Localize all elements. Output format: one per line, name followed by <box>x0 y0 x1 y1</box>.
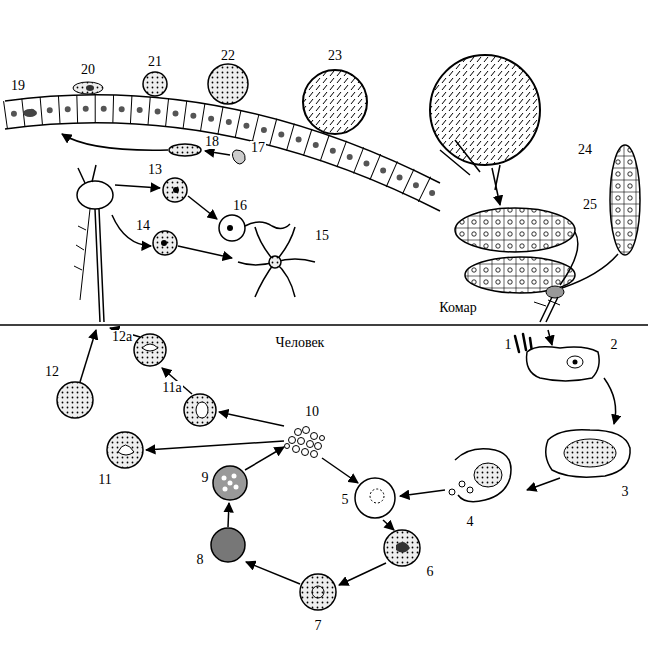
callout-number: 1 <box>504 338 513 352</box>
host-label: Комар <box>438 301 477 315</box>
callout-number: 7 <box>314 619 323 633</box>
host-label: Человек <box>275 336 326 350</box>
callout-number: 9 <box>201 471 210 485</box>
callout-number: 16 <box>232 199 248 213</box>
callout-number: 19 <box>10 79 26 93</box>
callout-number: 23 <box>327 49 343 63</box>
callout-number: 11 <box>97 473 112 487</box>
callout-number: 25 <box>582 198 598 212</box>
callout-number: 8 <box>196 553 205 567</box>
callout-number: 4 <box>466 515 475 529</box>
callout-number: 20 <box>80 63 96 77</box>
callout-number: 15 <box>314 229 330 243</box>
callout-number: 13 <box>147 163 163 177</box>
callout-number: 3 <box>621 485 630 499</box>
callout-number: 21 <box>147 55 163 69</box>
callout-number: 10 <box>304 405 320 419</box>
callout-number: 2 <box>610 338 619 352</box>
callout-number: 22 <box>220 49 236 63</box>
callout-number: 12а <box>111 330 133 344</box>
callout-number: 17 <box>250 141 266 155</box>
callout-number: 5 <box>341 493 350 507</box>
callout-number: 6 <box>426 565 435 579</box>
callout-number: 12 <box>44 365 60 379</box>
callout-number: 11а <box>161 381 183 395</box>
callout-number: 14 <box>135 219 151 233</box>
callout-number: 18 <box>204 135 220 149</box>
callout-number: 24 <box>577 143 593 157</box>
